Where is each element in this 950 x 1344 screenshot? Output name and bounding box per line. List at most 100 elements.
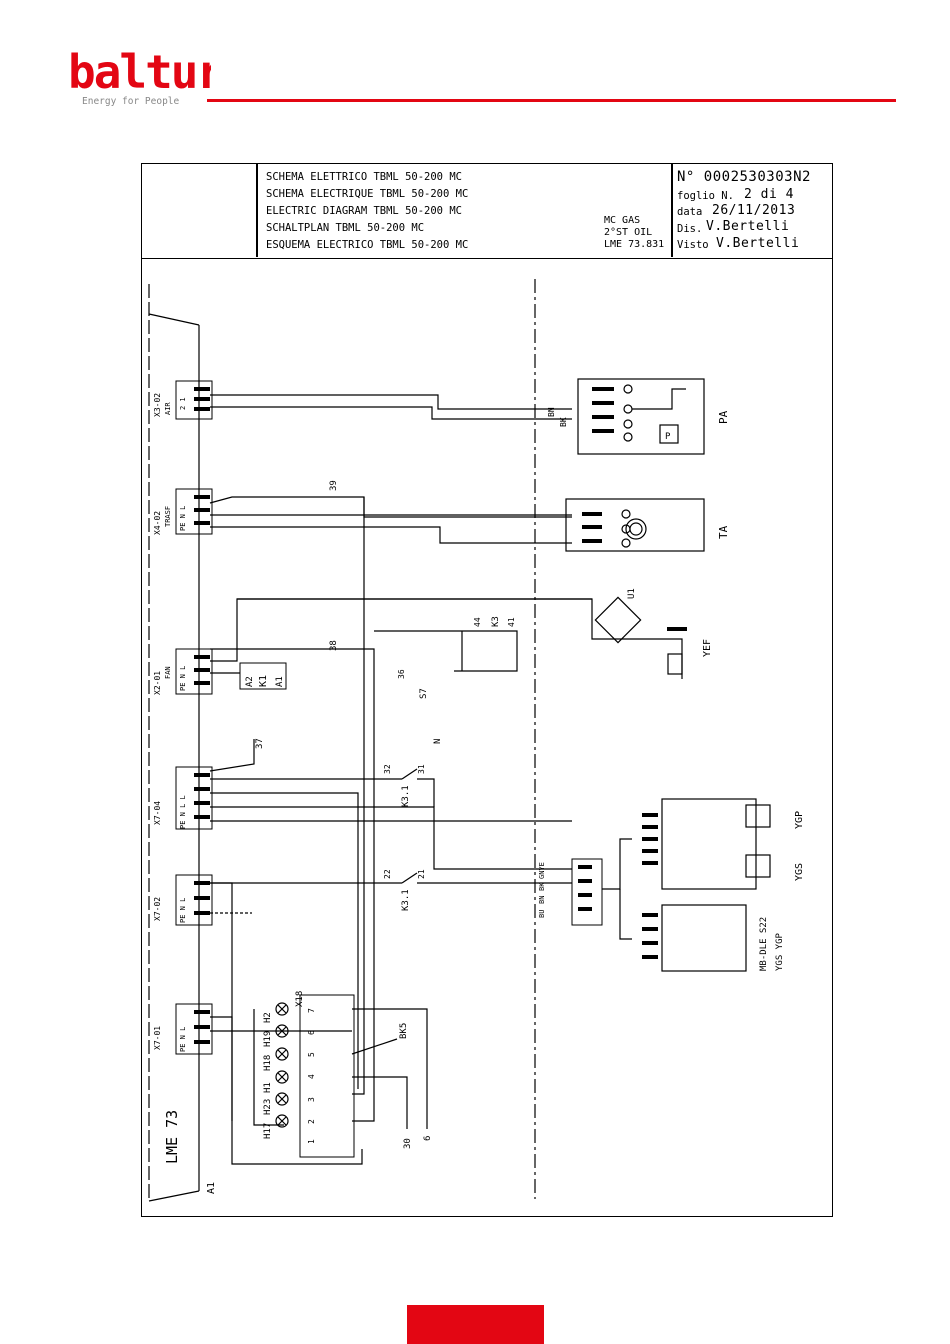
ygs-label: YGS: [794, 863, 805, 881]
connector-x7-04: X7-04 PE N L L: [153, 766, 213, 830]
checked-value: V.Bertelli: [716, 236, 800, 251]
connector-pins: PE N L: [179, 1027, 187, 1052]
wire: [210, 394, 572, 410]
lamp-array: [275, 1002, 289, 1128]
wire-number: 37: [255, 738, 265, 749]
wire-color: BN: [538, 896, 546, 904]
title-block-divider: [671, 164, 673, 257]
title-en: ELECTRIC DIAGRAM TBML 50-200 MC: [266, 205, 462, 217]
transformer-ta: TA: [565, 498, 730, 552]
title-fr: SCHEMA ELECTRIQUE TBML 50-200 MC: [266, 188, 469, 200]
logo-tagline: Energy for People: [82, 96, 180, 107]
terminal-number: 1: [307, 1139, 316, 1144]
terminal-x18: [299, 994, 355, 1158]
wire: [210, 406, 572, 420]
title-block-divider: [256, 164, 258, 257]
lamp-label: H23: [263, 1099, 273, 1115]
u1-label: U1: [627, 588, 637, 599]
logo-wordmark: baltur: [68, 45, 211, 99]
pa-label: PA: [717, 410, 730, 424]
connector-pins: PE N L: [179, 898, 187, 923]
connector-desc: AIR: [164, 402, 172, 415]
relay-k1: [239, 662, 287, 690]
connector-pins: 2 1: [179, 397, 187, 410]
baltur-logo: baltur Energy for People: [68, 45, 211, 107]
valve-mb-dle: MB-DLE S22 YGS YGP: [642, 904, 785, 972]
k1-label: K1: [258, 675, 269, 687]
wire-color: BK: [559, 417, 568, 427]
wire-color: BU: [538, 910, 546, 918]
gas-valve-terminal: GNYE BK BN BU: [538, 838, 632, 940]
a2-label: A2: [245, 676, 255, 687]
neutral-label: N: [433, 739, 443, 744]
title-it: SCHEMA ELETTRICO TBML 50-200 MC: [266, 171, 462, 183]
contact-k31: [401, 768, 418, 780]
connector-pins: PE N L: [179, 506, 187, 531]
wire: [352, 1076, 408, 1129]
date-label: data: [677, 206, 703, 218]
wire: [417, 778, 435, 807]
connector-x3-02: X3-02 AIR 2 1: [153, 380, 213, 420]
connector-label: X7-02: [153, 897, 162, 921]
mb-sub-label: YGS YGP: [775, 932, 785, 971]
valve-ygp-ygs: YGP YGS: [642, 798, 805, 890]
sheet-label: foglio N.: [677, 190, 734, 202]
wire: [210, 806, 572, 870]
drawing-frame: SCHEMA ELETTRICO TBML 50-200 MC SCHEMA E…: [141, 163, 833, 1217]
connector-label: X7-01: [153, 1026, 162, 1050]
bk5-label: BK5: [399, 1023, 409, 1039]
wire: [209, 739, 255, 772]
date-value: 26/11/2013: [712, 203, 796, 218]
controller-label: LME 73: [163, 1110, 181, 1164]
variant-line-1: MC GAS: [604, 215, 641, 226]
wire-number: 38: [329, 640, 339, 651]
lamp-label: H18: [263, 1055, 273, 1071]
drawn-value: V.Bertelli: [706, 219, 790, 234]
wire: [352, 1008, 428, 1129]
wire: [210, 792, 359, 1089]
terminal-number: 3: [307, 1097, 316, 1102]
variant-line-2: 2°ST OIL: [604, 227, 653, 238]
checked-label: Visto: [677, 239, 709, 251]
terminal-number: 4: [307, 1074, 316, 1079]
header-rule: [207, 99, 896, 102]
title-de: SCHALTPLAN TBML 50-200 MC: [266, 222, 425, 234]
s7-label: S7: [419, 688, 429, 699]
a1-label: A1: [275, 676, 285, 687]
connector-x4-02: X4-02 TRASF PE N L: [153, 488, 213, 535]
drawn-label: Dis.: [677, 223, 703, 235]
variant-line-3: LME 73.831: [604, 239, 665, 250]
drawing-number: N° 0002530303N2: [677, 169, 811, 185]
lamp-label: H2: [263, 1012, 273, 1023]
lamp-label: H1: [263, 1082, 273, 1093]
wire-number: 41: [507, 617, 516, 627]
wire-number: 21: [417, 869, 426, 879]
controller-outline: [148, 313, 200, 326]
contact-k31: [401, 872, 418, 884]
wire-number: 22: [383, 869, 392, 879]
ygp-label: YGP: [794, 811, 805, 829]
wire: [210, 648, 375, 799]
k31-label: K3.1: [401, 785, 411, 807]
wire-number: 32: [383, 764, 392, 774]
connector-desc: FAN: [164, 666, 172, 679]
connector-label: X7-04: [153, 801, 162, 825]
solenoid-yef: U1 YEF: [237, 588, 713, 679]
connector-pins: PE N L L: [179, 795, 187, 829]
wire-number: 44: [473, 617, 482, 627]
wire-number: 30: [403, 1138, 413, 1149]
connector-x2-01: X2-01 FAN PE N L: [153, 648, 213, 695]
terminal-number: 2: [307, 1119, 316, 1124]
wire-number: 36: [397, 669, 406, 679]
terminal-number: 7: [307, 1008, 316, 1013]
wire: [374, 630, 518, 672]
connector-x7-01: X7-01 PE N L: [153, 1003, 213, 1055]
connector-label: X2-01: [153, 671, 162, 695]
sheet-value: 2 di 4: [744, 187, 794, 202]
connector-desc: TRASF: [164, 506, 172, 527]
wire: [209, 496, 572, 518]
lamp-label: H17: [263, 1123, 273, 1139]
terminal-number: 5: [307, 1052, 316, 1057]
wire: [210, 1016, 363, 1165]
title-block: SCHEMA ELETTRICO TBML 50-200 MC SCHEMA E…: [142, 164, 832, 259]
